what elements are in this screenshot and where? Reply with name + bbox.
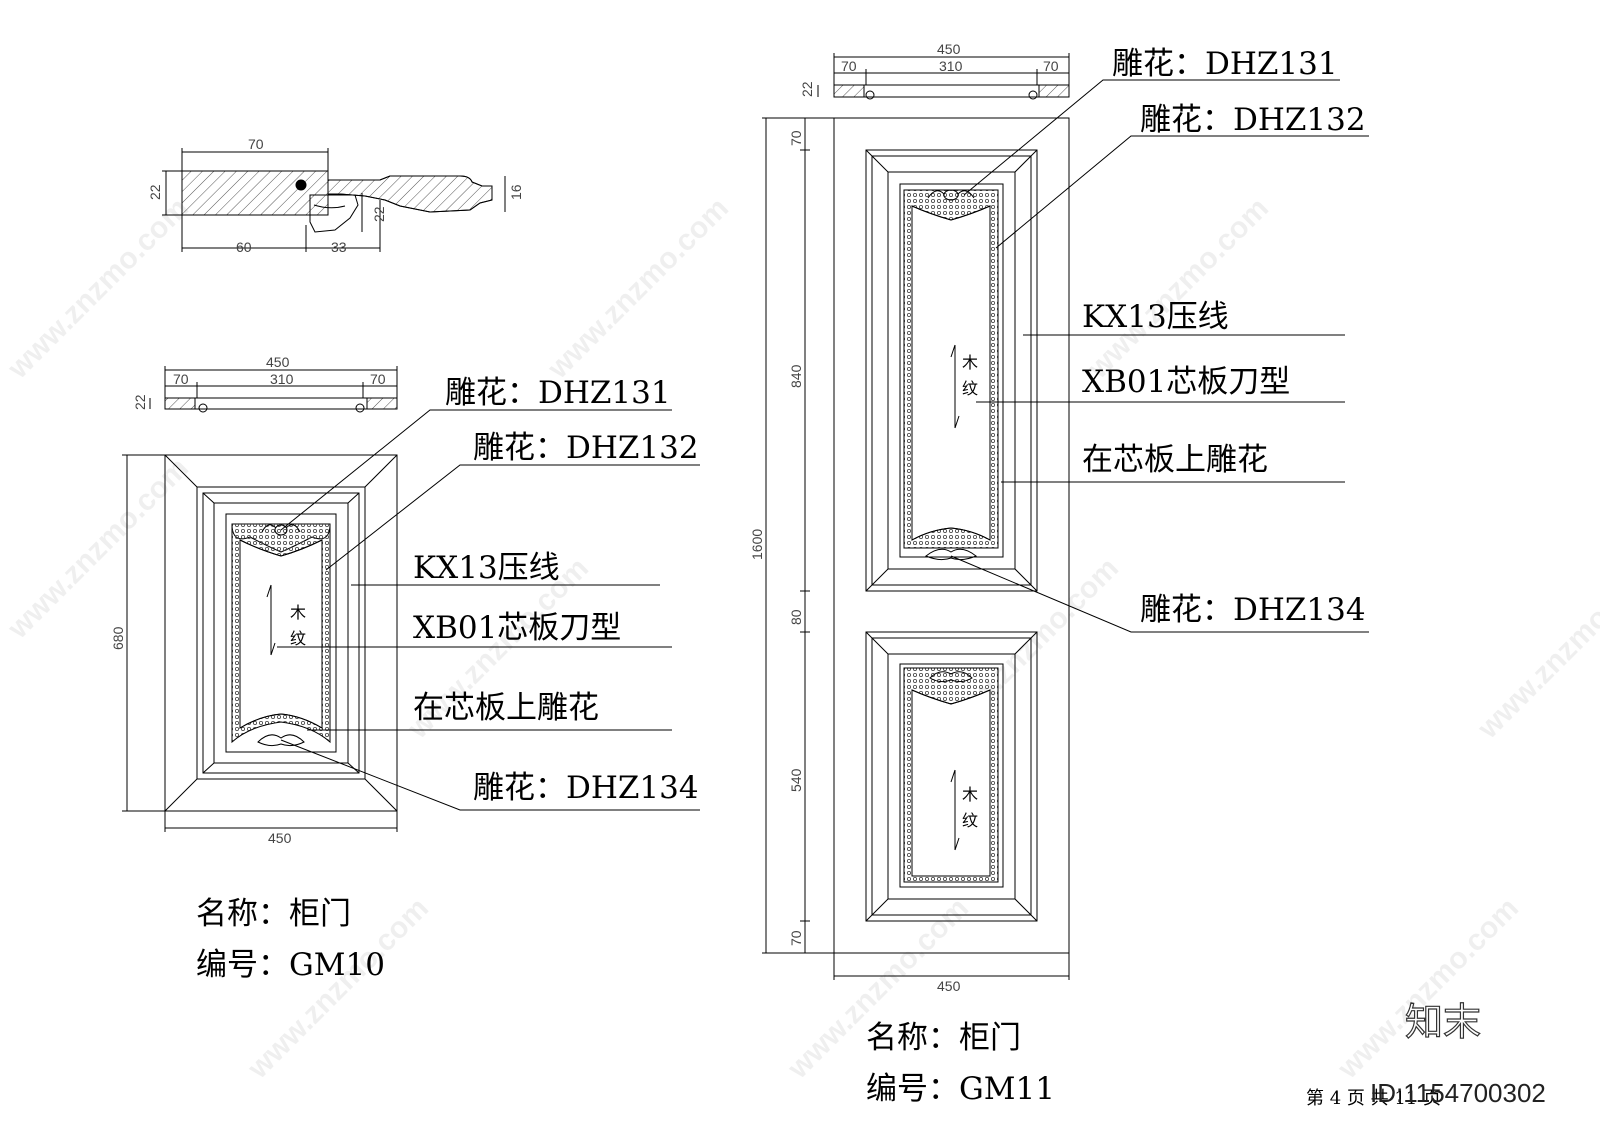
- svg-text:纹: 纹: [290, 629, 306, 648]
- svg-text:22: 22: [132, 394, 148, 410]
- svg-text:木: 木: [290, 603, 306, 622]
- left-plan-view: [150, 366, 397, 413]
- svg-text:木: 木: [962, 785, 978, 804]
- svg-text:www.znzmo.com: www.znzmo.com: [1, 452, 195, 646]
- svg-text:22: 22: [147, 184, 163, 200]
- left-door-code: 编号：GM10: [196, 947, 385, 983]
- svg-text:70: 70: [841, 58, 857, 74]
- svg-text:60: 60: [236, 239, 252, 255]
- left-elevation-text: 680 450 木 纹 雕花：DHZ131 雕花：DHZ132 KX13压线 X…: [110, 375, 699, 983]
- right-door-name: 名称：柜门: [866, 1020, 1021, 1056]
- svg-text:33: 33: [331, 239, 347, 255]
- right-label-moulding: KX13压线: [1082, 299, 1229, 335]
- left-plan-dims: 450 70 310 70 22: [132, 354, 386, 410]
- svg-text:540: 540: [788, 768, 804, 792]
- svg-text:310: 310: [270, 371, 294, 387]
- right-door-code: 编号：GM11: [866, 1071, 1055, 1107]
- svg-text:www.znzmo.com: www.znzmo.com: [1471, 552, 1600, 746]
- right-label-carving-frame: 雕花：DHZ132: [1140, 102, 1366, 138]
- svg-text:70: 70: [370, 371, 386, 387]
- svg-text:1600: 1600: [749, 529, 765, 560]
- right-plan-dims: 450 70 310 70 22: [799, 41, 1059, 97]
- label-carving-bottom: 雕花：DHZ134: [473, 770, 699, 806]
- label-panel-carving: 在芯板上雕花: [413, 690, 599, 726]
- svg-text:70: 70: [788, 130, 804, 146]
- svg-text:22: 22: [799, 81, 815, 97]
- svg-text:70: 70: [248, 136, 264, 152]
- svg-text:450: 450: [268, 830, 292, 846]
- image-id: ID:1154700302: [1370, 1078, 1546, 1108]
- page-number: 第 4 页 共 11 页: [1306, 1088, 1441, 1109]
- svg-text:16: 16: [508, 184, 524, 200]
- svg-text:22: 22: [371, 206, 387, 222]
- svg-text:840: 840: [788, 364, 804, 388]
- svg-text:680: 680: [110, 626, 126, 650]
- label-carving-top: 雕花：DHZ131: [445, 375, 671, 411]
- label-moulding: KX13压线: [413, 550, 560, 586]
- right-label-panel-carving: 在芯板上雕花: [1082, 442, 1268, 478]
- svg-text:80: 80: [788, 609, 804, 625]
- svg-text:70: 70: [1043, 58, 1059, 74]
- svg-text:70: 70: [173, 371, 189, 387]
- left-section-dims: 70 22 60 33 22 16: [147, 136, 524, 255]
- svg-text:www.znzmo.com: www.znzmo.com: [541, 192, 735, 386]
- logo: 知末: [1405, 1000, 1481, 1044]
- left-door-elevation: [122, 410, 700, 832]
- right-door-elevation: [762, 80, 1369, 980]
- svg-text:450: 450: [937, 41, 961, 57]
- label-panel-profile: XB01芯板刀型: [413, 610, 621, 646]
- label-carving-frame: 雕花：DHZ132: [473, 430, 699, 466]
- svg-text:450: 450: [937, 978, 961, 994]
- svg-text:70: 70: [788, 930, 804, 946]
- footer: 知末 第 4 页 共 11 页 ID:1154700302: [1306, 999, 1546, 1109]
- right-label-panel-profile: XB01芯板刀型: [1082, 364, 1290, 400]
- svg-text:www.znzmo.com: www.znzmo.com: [1331, 892, 1525, 1086]
- left-door-name: 名称：柜门: [196, 896, 351, 932]
- right-label-carving-top: 雕花：DHZ131: [1112, 46, 1338, 82]
- svg-text:纹: 纹: [962, 379, 978, 398]
- svg-text:310: 310: [939, 58, 963, 74]
- right-plan-view: [818, 53, 1069, 100]
- right-label-carving-bottom: 雕花：DHZ134: [1140, 592, 1366, 628]
- svg-text:450: 450: [266, 354, 290, 370]
- svg-text:纹: 纹: [962, 811, 978, 830]
- svg-text:www.znzmo.com: www.znzmo.com: [1081, 192, 1275, 386]
- svg-text:木: 木: [962, 353, 978, 372]
- right-elevation-text: 1600 70 840 80 540 70 450 木 纹 木 纹 雕花：DHZ…: [749, 46, 1366, 1107]
- svg-text:www.znzmo.com: www.znzmo.com: [1, 192, 195, 386]
- left-section-detail: [162, 148, 505, 252]
